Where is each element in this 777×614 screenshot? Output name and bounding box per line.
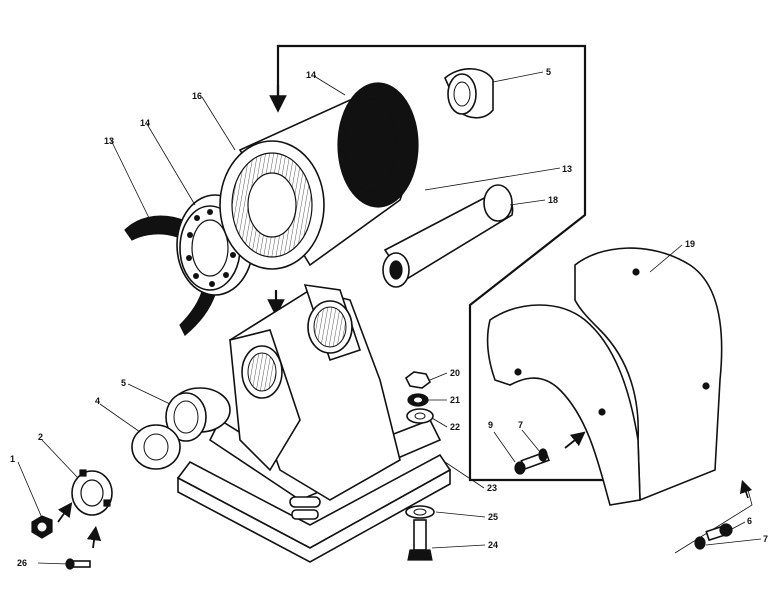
callout-4: 4 [95, 396, 100, 406]
screw-26 [65, 558, 91, 570]
callout-5-upper: 5 [546, 67, 551, 77]
washer-7-right [694, 536, 706, 550]
callout-13-right: 13 [562, 164, 572, 174]
bushing-5-upper [444, 68, 494, 119]
bolt-1 [31, 515, 53, 539]
callout-24: 24 [488, 540, 498, 550]
guard-cover-19 [486, 247, 723, 506]
callout-14-top: 14 [306, 70, 316, 80]
callout-22: 22 [450, 422, 460, 432]
ring-4 [131, 424, 181, 470]
callout-5-lower: 5 [121, 378, 126, 388]
flange-14-top [337, 82, 419, 208]
callout-leaders [17, 71, 762, 565]
callout-6: 6 [747, 516, 752, 526]
callout-13-left: 13 [104, 136, 114, 146]
callout-19: 19 [685, 239, 695, 249]
callout-2: 2 [38, 432, 43, 442]
callout-25: 25 [488, 512, 498, 522]
pedestal-bracket [208, 284, 442, 508]
callout-21: 21 [450, 395, 460, 405]
bushing-5-lower [165, 387, 231, 442]
nut-20 [404, 371, 432, 389]
washer-22 [406, 408, 434, 424]
base-plate-23 [176, 453, 452, 563]
callout-7-middle: 7 [518, 420, 523, 430]
callout-26: 26 [17, 558, 27, 568]
callout-1: 1 [10, 454, 15, 464]
callout-labels: 1 2 4 5 5 6 7 7 9 13 13 14 14 16 18 19 2… [10, 67, 768, 568]
callout-14-left: 14 [140, 118, 150, 128]
bolt-24 [407, 519, 433, 561]
callout-7-right: 7 [763, 534, 768, 544]
washer-7-middle [538, 448, 548, 462]
washer-25 [405, 505, 435, 519]
callout-23: 23 [487, 483, 497, 493]
washer-21 [407, 393, 429, 407]
bolt-6 [705, 523, 733, 542]
callout-18: 18 [548, 195, 558, 205]
callout-16: 16 [192, 91, 202, 101]
slotted-nut-2 [71, 469, 113, 516]
callout-9: 9 [488, 420, 493, 430]
shaft-18 [382, 184, 514, 288]
callout-20: 20 [450, 368, 460, 378]
